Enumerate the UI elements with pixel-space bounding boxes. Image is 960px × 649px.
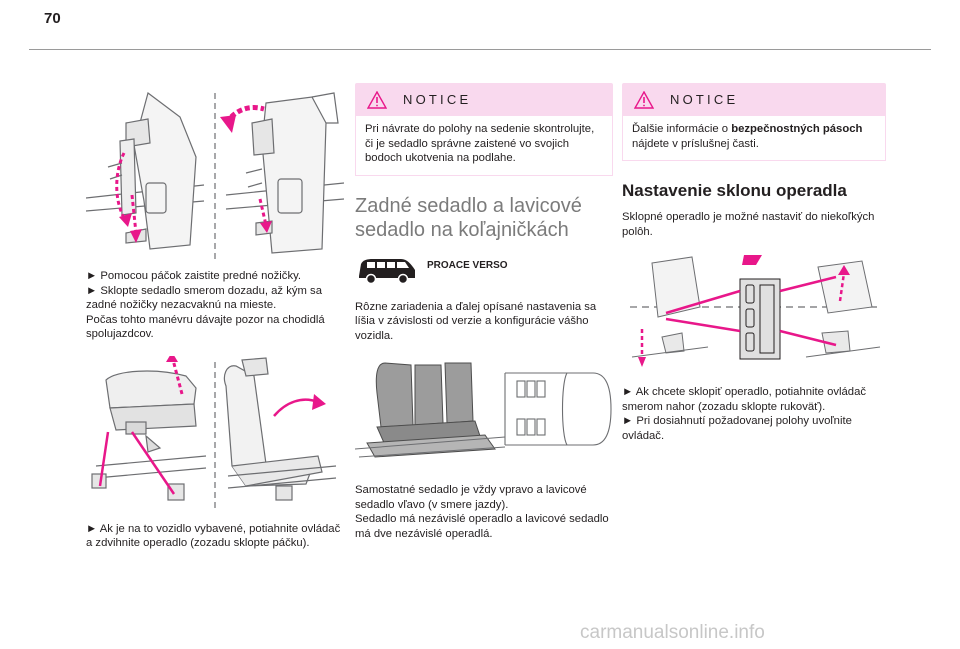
column-left: ► Pomocou páčok zaistite predné nožičky.…	[86, 83, 344, 551]
notice-header: NOTICE	[622, 83, 886, 116]
section-heading: Zadné sedadlo a lavicové sedadlo na koľa…	[355, 194, 582, 241]
backrest-release-illustration	[91, 355, 337, 512]
notice-title: NOTICE	[403, 92, 472, 107]
caption-paragraph: ► Pri dosiahnutí požadovanej polohy uvoľ…	[622, 415, 852, 442]
notice-header: NOTICE	[355, 83, 613, 116]
van-icon	[359, 258, 415, 285]
column-middle: NOTICE Pri návrate do polohy na sedenie …	[355, 83, 613, 541]
notice-text: Pri návrate do polohy na sedenie skontro…	[355, 116, 613, 176]
section-heading: Nastavenie sklonu operadla	[622, 181, 847, 201]
warning-triangle-icon	[367, 90, 387, 109]
notice-box: NOTICE Ďalšie informácie o bezpečnostnýc…	[622, 83, 886, 162]
watermark: carmanualsonline.info	[580, 622, 765, 643]
intro-paragraph: Rôzne zariadenia a ďalej opísané nastave…	[355, 300, 597, 342]
seat-folding-illustration	[86, 91, 344, 261]
warning-triangle-icon	[634, 90, 654, 109]
column-right: NOTICE Ďalšie informácie o bezpečnostnýc…	[622, 83, 886, 443]
caption-paragraph: ► Pomocou páčok zaistite predné nožičky.	[86, 270, 302, 282]
caption-paragraph: Samostatné sedadlo je vždy vpravo a lavi…	[355, 484, 587, 511]
vehicle-row: PROACE VERSO	[355, 256, 613, 286]
caption-paragraph: ► Ak chcete sklopiť operadlo, potiahnite…	[622, 386, 867, 413]
intro-paragraph: Sklopné operadlo je možné nastaviť do ni…	[622, 211, 875, 238]
header-rule	[29, 49, 931, 50]
caption-paragraph: ► Sklopte sedadlo smerom dozadu, až kým …	[86, 284, 322, 312]
page-number: 70	[44, 10, 61, 27]
notice-text: Ďalšie informácie o bezpečnostných pásoc…	[622, 116, 886, 162]
caption-paragraph: Počas tohto manévru dávajte pozor na cho…	[86, 313, 325, 341]
vehicle-model-label: PROACE VERSO	[427, 259, 508, 271]
notice-box: NOTICE Pri návrate do polohy na sedenie …	[355, 83, 613, 176]
backrest-tilt-illustration	[630, 255, 881, 368]
caption-paragraph: ► Ak je na to vozidlo vybavené, potiahni…	[86, 522, 341, 550]
notice-title: NOTICE	[670, 92, 739, 107]
rear-seats-illustration	[355, 362, 612, 458]
caption-paragraph: Sedadlo má nezávislé operadlo a lavicové…	[355, 513, 609, 540]
